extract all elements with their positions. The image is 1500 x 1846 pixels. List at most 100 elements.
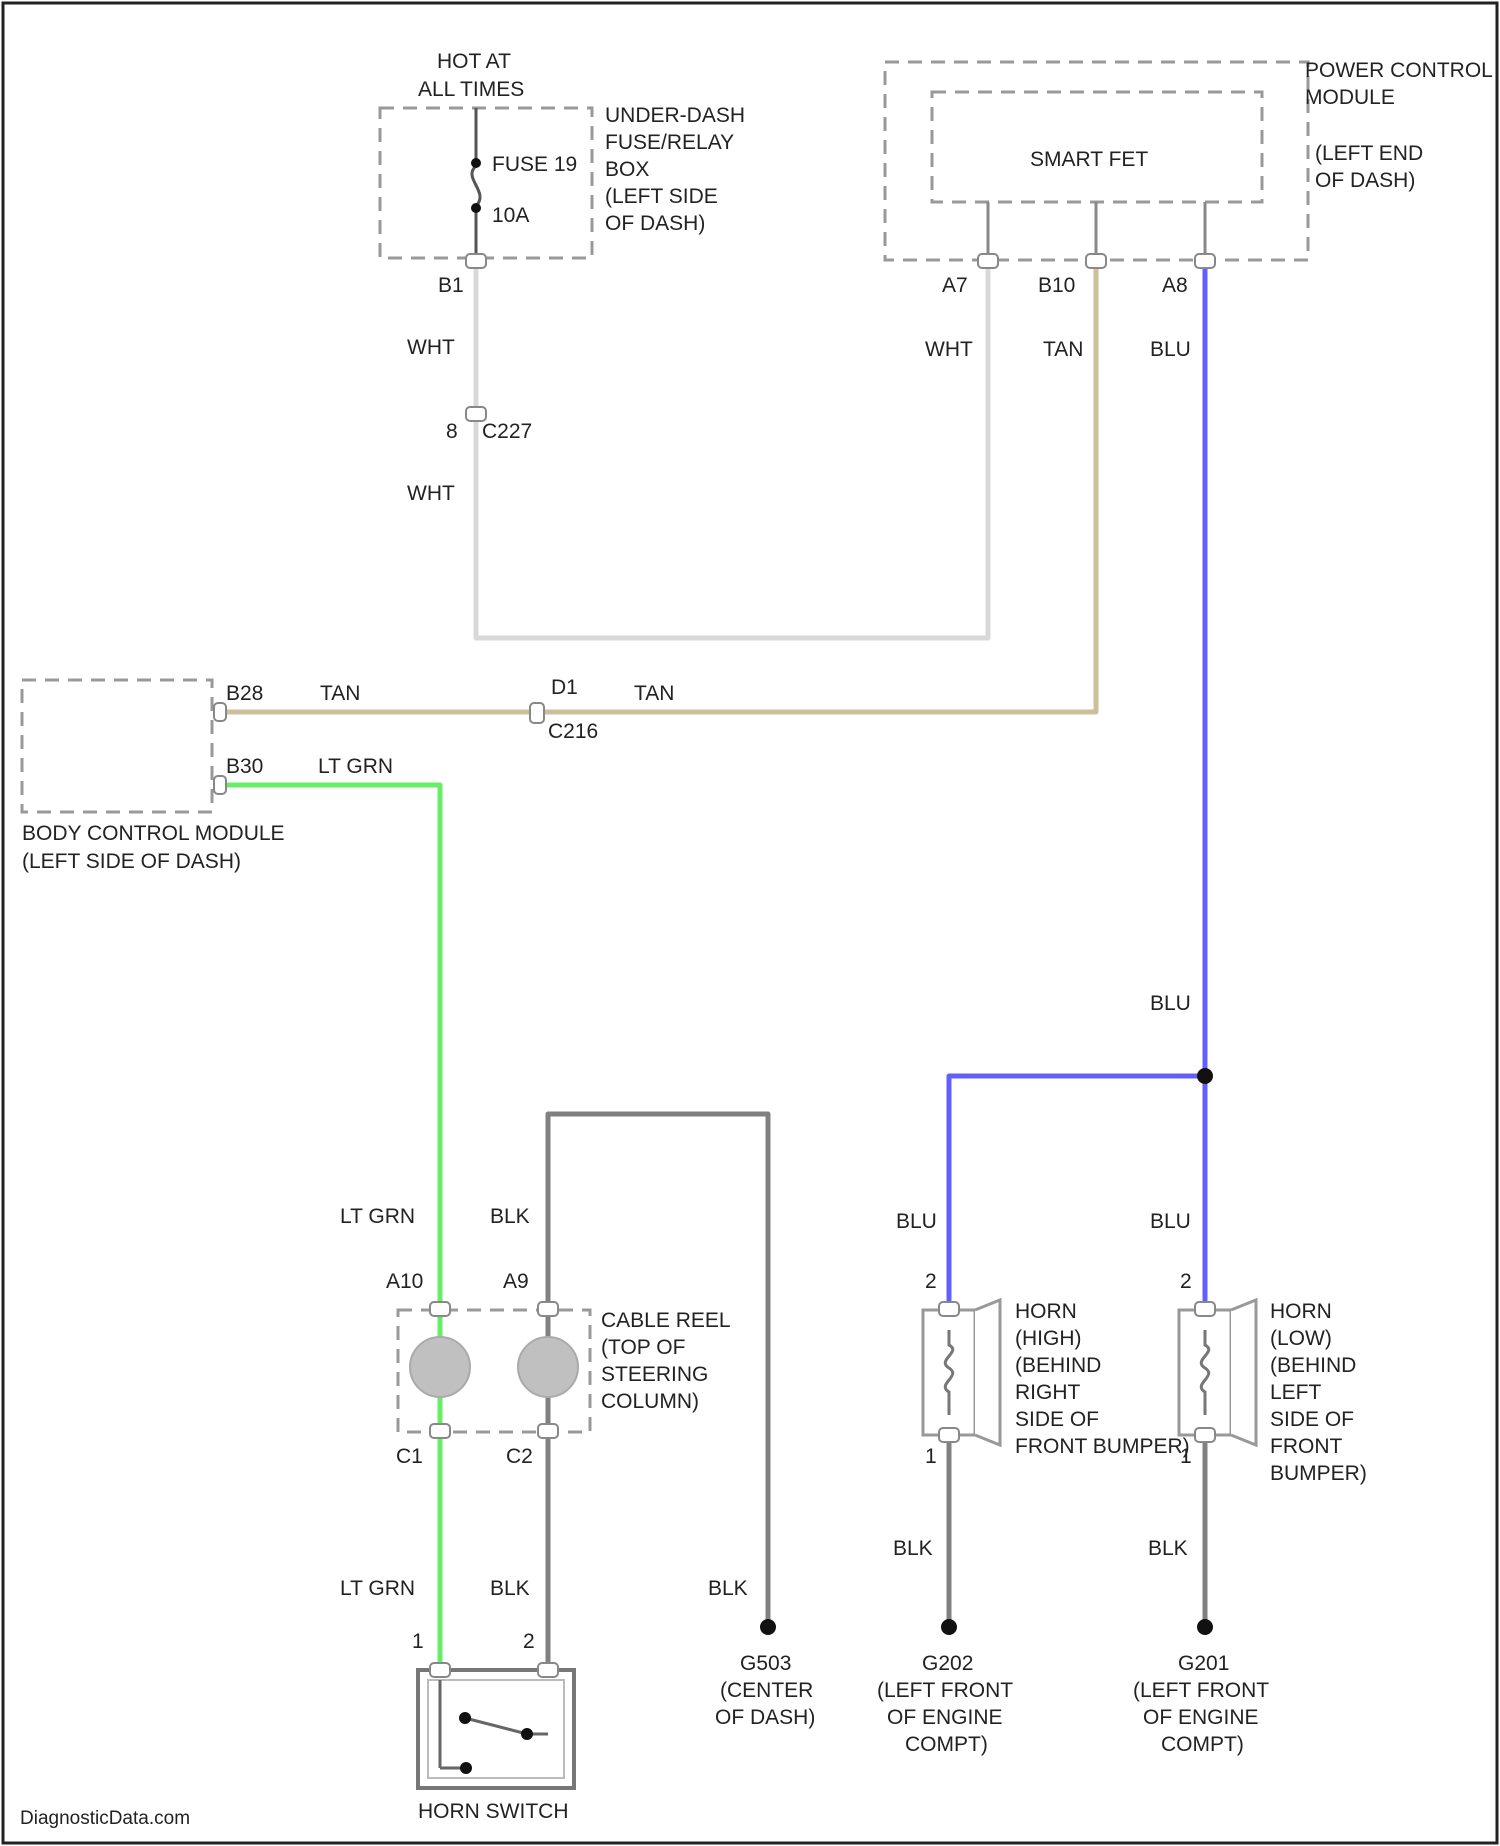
pin-horn-low-1: 1 (1180, 1445, 1192, 1468)
label-blk-3: BLK (708, 1577, 748, 1600)
label-blu-3: BLU (896, 1210, 937, 1233)
label-ltgrn-2: LT GRN (340, 1205, 415, 1228)
hot-label-1: HOT AT (437, 50, 511, 73)
pin-switch-1: 1 (412, 1630, 424, 1653)
g201-label-4: COMPT) (1161, 1733, 1244, 1756)
horn-high-label-1: HORN (1015, 1300, 1077, 1323)
terminal-a10 (430, 1302, 450, 1316)
diagram-frame (3, 3, 1497, 1843)
terminal-a8 (1195, 254, 1215, 268)
terminal-c216 (530, 703, 544, 723)
terminal-b30 (214, 776, 226, 794)
label-blk-4: BLK (893, 1537, 933, 1560)
wire-wht (476, 262, 988, 638)
grounds: G503 (CENTER OF DASH) G202 (LEFT FRONT O… (715, 1619, 1269, 1756)
horn-high-bell (975, 1300, 1000, 1445)
horn-low-body (1179, 1310, 1231, 1435)
cable-reel-coil-right (518, 1337, 578, 1397)
terminal-a9 (538, 1302, 558, 1316)
terminal-switch-1 (430, 1663, 450, 1677)
watermark: DiagnosticData.com (20, 1808, 190, 1829)
horn-high-label-2: (HIGH) (1015, 1327, 1082, 1350)
pin-c2: C2 (506, 1445, 533, 1468)
pin-b30: B30 (226, 755, 263, 778)
terminal-horn-high-1 (939, 1428, 959, 1442)
pcm-location-1: (LEFT END (1315, 142, 1423, 165)
bcm-label-2: (LEFT SIDE OF DASH) (22, 850, 241, 873)
label-tan-2: TAN (320, 682, 360, 705)
terminal-c227 (466, 407, 486, 421)
horn-low-label-5: SIDE OF (1270, 1408, 1354, 1431)
label-blk-1: BLK (490, 1205, 530, 1228)
terminal-horn-low-1 (1195, 1428, 1215, 1442)
horn-switch-inner (428, 1680, 564, 1778)
terminal-c1 (430, 1424, 450, 1438)
pin-a7: A7 (942, 274, 968, 297)
pcm-location-2: OF DASH) (1315, 169, 1415, 192)
fuse-label-1: FUSE 19 (492, 153, 577, 176)
terminal-switch-2 (538, 1663, 558, 1677)
g202-label-1: G202 (922, 1652, 973, 1675)
fuse-label-2: 10A (492, 204, 529, 227)
ground-g202-icon (941, 1619, 957, 1635)
c227-pin: 8 (446, 420, 458, 443)
pin-b28: B28 (226, 682, 263, 705)
terminal-a7 (978, 254, 998, 268)
pin-c1: C1 (396, 1445, 423, 1468)
fuse-box: HOT AT ALL TIMES FUSE 19 10A UNDER-DASH … (380, 50, 745, 297)
horn-high-label-3: (BEHIND (1015, 1354, 1101, 1377)
cable-reel-label-4: COLUMN) (601, 1390, 699, 1413)
horn-low-label-3: (BEHIND (1270, 1354, 1356, 1377)
pin-switch-2: 2 (523, 1630, 535, 1653)
g503-label-2: (CENTER (720, 1679, 813, 1702)
label-wht-1: WHT (407, 336, 455, 359)
pin-a8: A8 (1162, 274, 1188, 297)
ground-g503-icon (760, 1619, 776, 1635)
horn-low-label-1: HORN (1270, 1300, 1332, 1323)
terminal-horn-high-2 (939, 1302, 959, 1316)
terminal-b28 (214, 703, 226, 721)
label-wht-3: WHT (925, 338, 973, 361)
pin-horn-high-1: 1 (925, 1445, 937, 1468)
c216-name: C216 (548, 720, 598, 743)
horn-high-label-6: FRONT BUMPER) (1015, 1435, 1190, 1458)
label-wht-2: WHT (407, 482, 455, 505)
horn-high: 2 1 HORN (HIGH) (BEHIND RIGHT SIDE OF FR… (923, 1270, 1190, 1468)
pin-horn-low-2: 2 (1180, 1270, 1192, 1293)
terminal-horn-low-2 (1195, 1302, 1215, 1316)
c227-name: C227 (482, 420, 532, 443)
pin-horn-high-2: 2 (925, 1270, 937, 1293)
horn-low-label-6: FRONT (1270, 1435, 1342, 1458)
fuse-box-label-3: BOX (605, 158, 649, 181)
fuse-box-label-5: OF DASH) (605, 212, 705, 235)
ground-g201-icon (1197, 1619, 1213, 1635)
horn-low-label-2: (LOW) (1270, 1327, 1332, 1350)
g201-label-1: G201 (1178, 1652, 1229, 1675)
g202-label-3: OF ENGINE (887, 1706, 1003, 1729)
horn-high-body (923, 1310, 975, 1435)
switch-pivot (459, 1712, 471, 1724)
switch-ground-point (460, 1762, 472, 1774)
pin-b1: B1 (438, 274, 464, 297)
horn-switch-label: HORN SWITCH (418, 1800, 569, 1823)
c216-pin: D1 (551, 676, 578, 699)
cable-reel-label-1: CABLE REEL (601, 1309, 731, 1332)
cable-reel-label-2: (TOP OF (601, 1336, 685, 1359)
pin-b10: B10 (1038, 274, 1075, 297)
terminal-b10 (1086, 254, 1106, 268)
blu-splice (1197, 1068, 1213, 1084)
label-tan-3: TAN (634, 682, 674, 705)
pcm-title-2: MODULE (1305, 86, 1395, 109)
label-blu-2: BLU (1150, 992, 1191, 1015)
label-ltgrn-3: LT GRN (340, 1577, 415, 1600)
terminal-b1 (466, 254, 486, 268)
wire-blu-branch (949, 1076, 1205, 1302)
label-ltgrn-1: LT GRN (318, 755, 393, 778)
body-control-module: BODY CONTROL MODULE (LEFT SIDE OF DASH) … (22, 680, 285, 873)
label-blk-2: BLK (490, 1577, 530, 1600)
fuse-box-label-1: UNDER-DASH (605, 104, 745, 127)
pin-a10: A10 (386, 1270, 423, 1293)
g202-label-4: COMPT) (905, 1733, 988, 1756)
fuse-box-label-4: (LEFT SIDE (605, 185, 718, 208)
horn-high-label-4: RIGHT (1015, 1381, 1081, 1404)
